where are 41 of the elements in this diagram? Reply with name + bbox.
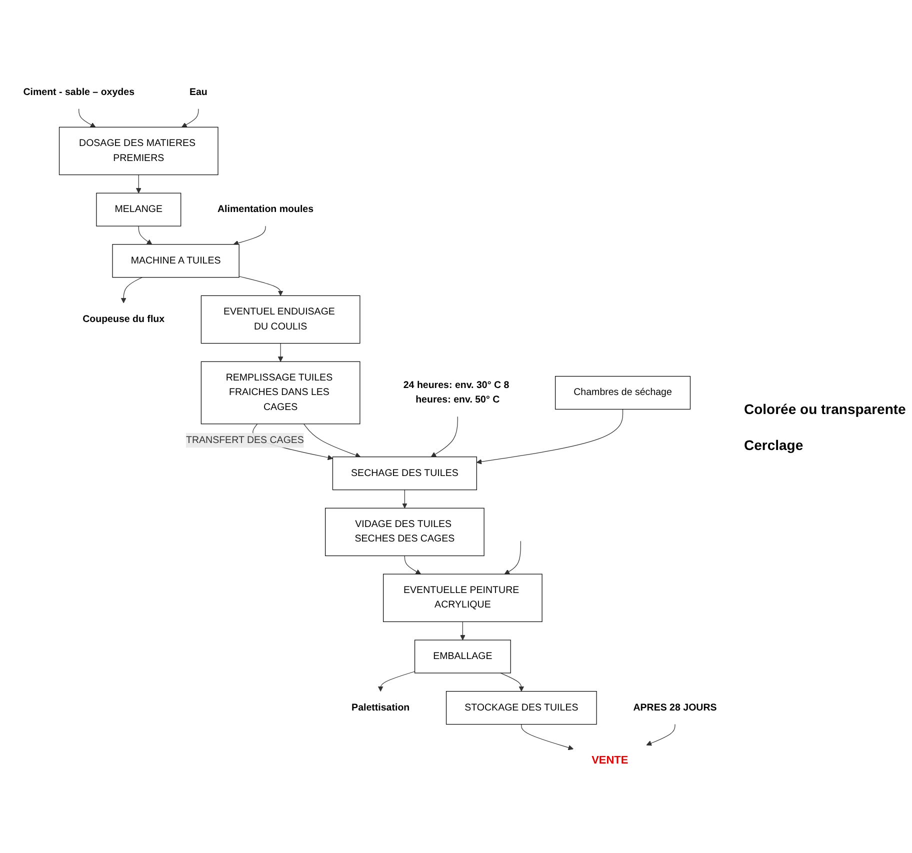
arrow [500, 672, 524, 692]
node-text: Alimentation moules [217, 204, 314, 214]
arrow [78, 108, 96, 128]
edge-label: TRANSFERT DES CAGES [186, 434, 304, 446]
arrow [120, 276, 143, 304]
node-box: EMBALLAGE [414, 640, 511, 674]
arrow [304, 423, 361, 458]
node-box: VIDAGE DES TUILES SECHES DES CAGES [325, 508, 484, 556]
node-text: APRES 28 JOURS [633, 702, 717, 713]
arrow [378, 671, 416, 692]
arrow [646, 724, 676, 746]
node-box: REMPLISSAGE TUILES FRAICHES DANS LES CAGES [200, 361, 360, 424]
node-box: MELANGE [96, 192, 182, 226]
node-box: EVENTUEL ENDUISAGE DU COULIS [200, 295, 360, 344]
arrow [136, 174, 142, 194]
arrow [476, 408, 624, 464]
arrow [504, 540, 521, 574]
node-box: Chambres de séchage [555, 376, 691, 410]
node-text: VENTE [592, 753, 628, 766]
node-text: Eau [189, 86, 208, 98]
arrow [182, 108, 199, 128]
node-text: 24 heures: env. 30° C 8 heures: env. 50° C [403, 380, 510, 405]
note-text: Colorée ou transparente [744, 400, 906, 416]
node-box: DOSAGE DES MATIERES PREMIERS [58, 126, 218, 175]
arrow [238, 276, 284, 296]
node-box: SECHAGE DES TUILES [332, 456, 477, 490]
node-text: Palettisation [352, 702, 410, 713]
note-text: Cerclage [744, 436, 804, 452]
arrow [430, 416, 458, 457]
arrow [233, 226, 266, 246]
node-box: MACHINE A TUILES [112, 244, 240, 278]
node-text: Ciment - sable – oxydes [23, 86, 135, 98]
node-box: EVENTUELLE PEINTURE ACRYLIQUE [383, 574, 542, 622]
arrow [460, 621, 466, 640]
node-box: STOCKAGE DES TUILES [446, 690, 597, 724]
arrow [278, 342, 284, 362]
arrow [138, 226, 152, 244]
node-text: Coupeuse du flux [82, 314, 165, 324]
arrow [402, 489, 408, 508]
arrow [521, 724, 574, 750]
arrow [404, 555, 422, 574]
